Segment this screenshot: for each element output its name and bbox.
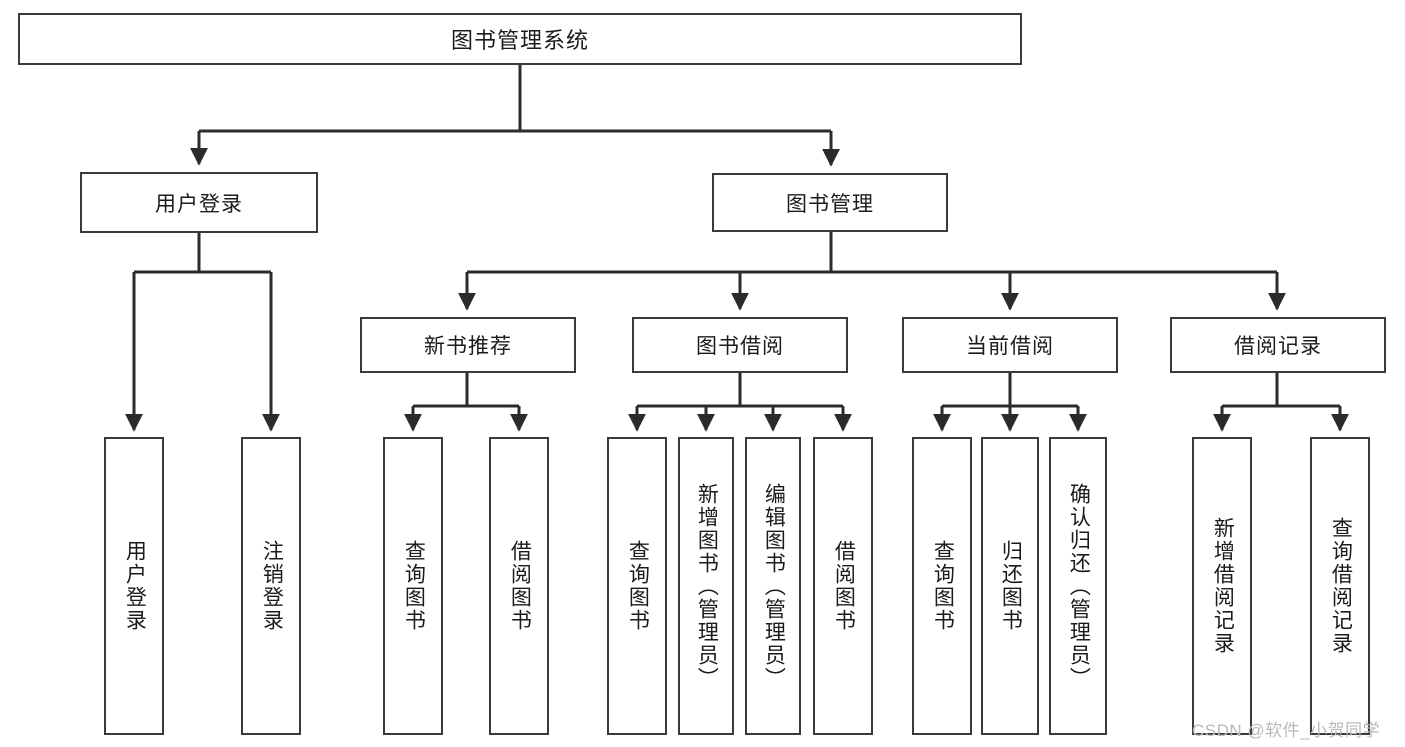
node-leaf-borrow-book-1[interactable]: 借阅图书 [489, 437, 549, 735]
node-leaf-query-book-2[interactable]: 查询图书 [607, 437, 667, 735]
node-user-login[interactable]: 用户登录 [80, 172, 318, 233]
node-new-book-rec[interactable]: 新书推荐 [360, 317, 576, 373]
node-leaf-query-record[interactable]: 查询借阅记录 [1310, 437, 1370, 735]
node-leaf-add-book[interactable]: 新增图书（管理员） [678, 437, 734, 735]
node-leaf-add-record[interactable]: 新增借阅记录 [1192, 437, 1252, 735]
node-leaf-query-book-1[interactable]: 查询图书 [383, 437, 443, 735]
node-leaf-confirm-return[interactable]: 确认归还（管理员） [1049, 437, 1107, 735]
node-book-manage[interactable]: 图书管理 [712, 173, 948, 232]
node-leaf-logout-login[interactable]: 注销登录 [241, 437, 301, 735]
node-book-borrow[interactable]: 图书借阅 [632, 317, 848, 373]
node-borrow-record[interactable]: 借阅记录 [1170, 317, 1386, 373]
node-leaf-user-login[interactable]: 用户登录 [104, 437, 164, 735]
node-root[interactable]: 图书管理系统 [18, 13, 1022, 65]
node-leaf-return-book[interactable]: 归还图书 [981, 437, 1039, 735]
node-current-borrow[interactable]: 当前借阅 [902, 317, 1118, 373]
node-leaf-edit-book[interactable]: 编辑图书（管理员） [745, 437, 801, 735]
node-leaf-query-book-3[interactable]: 查询图书 [912, 437, 972, 735]
node-leaf-borrow-book-2[interactable]: 借阅图书 [813, 437, 873, 735]
